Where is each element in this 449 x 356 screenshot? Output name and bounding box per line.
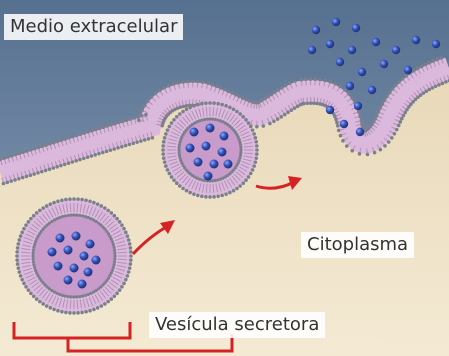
secretory-vesicle <box>15 197 133 315</box>
fusing-vesicle <box>161 101 259 199</box>
vesicle-label: Vesícula secretora <box>149 312 325 338</box>
extracellular-label: Medio extracelular <box>4 14 183 40</box>
cytoplasm-label: Citoplasma <box>301 232 414 258</box>
